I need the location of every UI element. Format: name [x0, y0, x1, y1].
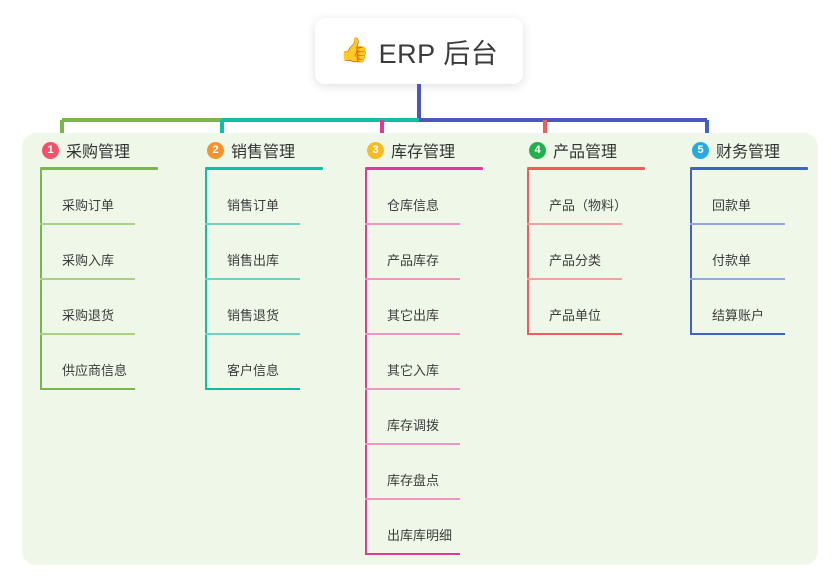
branch-item-list: 回款单付款单结算账户	[690, 170, 839, 335]
branch-item-underline	[365, 443, 460, 445]
branch-item-list: 仓库信息产品库存其它出库其它入库库存调拨库存盘点出库库明细	[365, 170, 523, 555]
branch-item[interactable]: 其它出库	[365, 280, 523, 335]
branch-header-5[interactable]: 5 财务管理	[688, 133, 839, 167]
branch-title: 销售管理	[231, 144, 296, 161]
branch-item-underline	[365, 498, 460, 500]
branch-title: 库存管理	[391, 144, 456, 161]
branch-item[interactable]: 库存调拨	[365, 390, 523, 445]
branch-item-label: 产品分类	[549, 253, 602, 268]
branch-item[interactable]: 出库库明细	[365, 500, 523, 555]
branch-title: 产品管理	[553, 144, 618, 161]
branch-header-underline	[205, 167, 323, 170]
branch-item-underline	[527, 223, 622, 225]
branch-header-underline	[690, 167, 808, 170]
branch-item-label: 付款单	[712, 253, 752, 268]
branch-item-underline	[205, 333, 300, 335]
branch-item-label: 库存调拨	[387, 418, 440, 433]
branch-item-underline	[205, 388, 300, 390]
branch-item[interactable]: 产品（物料）	[527, 170, 685, 225]
branch-item[interactable]: 产品分类	[527, 225, 685, 280]
branch-item-underline	[365, 278, 460, 280]
branch-item[interactable]: 供应商信息	[40, 335, 198, 390]
root-node-card[interactable]: 👍 ERP 后台	[315, 18, 523, 84]
branch-item[interactable]: 仓库信息	[365, 170, 523, 225]
branch-item-label: 出库库明细	[387, 528, 453, 543]
branch-item[interactable]: 客户信息	[205, 335, 363, 390]
branch-item-underline	[40, 333, 135, 335]
branch-item-label: 仓库信息	[387, 198, 440, 213]
branch-item[interactable]: 付款单	[690, 225, 839, 280]
branch-item-label: 回款单	[712, 198, 752, 213]
branch-item[interactable]: 其它入库	[365, 335, 523, 390]
branch-item-underline	[205, 278, 300, 280]
branch-item-list: 采购订单采购入库采购退货供应商信息	[40, 170, 198, 390]
branch-item-underline	[527, 333, 622, 335]
branch-item-label: 产品（物料）	[549, 198, 628, 213]
branch-number-badge: 5	[692, 141, 709, 159]
branch-column-5: 5 财务管理回款单付款单结算账户	[688, 133, 839, 335]
branch-item[interactable]: 结算账户	[690, 280, 839, 335]
branch-item-label: 客户信息	[227, 363, 280, 378]
branch-column-1: 1 采购管理采购订单采购入库采购退货供应商信息	[38, 133, 198, 390]
branch-header-underline	[365, 167, 483, 170]
branch-item-underline	[365, 333, 460, 335]
branch-header-2[interactable]: 2 销售管理	[203, 133, 363, 167]
branch-header-underline	[40, 167, 158, 170]
branch-item-label: 采购入库	[62, 253, 115, 268]
branch-item-underline	[365, 388, 460, 390]
branch-column-2: 2 销售管理销售订单销售出库销售退货客户信息	[203, 133, 363, 390]
branch-number-badge: 4	[529, 141, 546, 159]
branch-item-label: 采购退货	[62, 308, 115, 323]
branch-item[interactable]: 产品库存	[365, 225, 523, 280]
branch-header-underline	[527, 167, 645, 170]
branch-item-label: 销售订单	[227, 198, 280, 213]
branch-item[interactable]: 销售退货	[205, 280, 363, 335]
branch-item-label: 供应商信息	[62, 363, 128, 378]
branch-item[interactable]: 库存盘点	[365, 445, 523, 500]
branch-item[interactable]: 采购退货	[40, 280, 198, 335]
branch-item[interactable]: 采购订单	[40, 170, 198, 225]
branch-title: 采购管理	[66, 144, 131, 161]
branch-item-underline	[365, 553, 460, 555]
branch-item-underline	[690, 278, 785, 280]
branch-header-3[interactable]: 3 库存管理	[363, 133, 523, 167]
branch-item-underline	[40, 223, 135, 225]
branch-item[interactable]: 销售出库	[205, 225, 363, 280]
branch-columns: 1 采购管理采购订单采购入库采购退货供应商信息 2 销售管理销售订单销售出库销售退货客…	[22, 133, 818, 565]
branch-item-underline	[365, 223, 460, 225]
branch-number-badge: 2	[207, 141, 224, 159]
branch-item-underline	[205, 223, 300, 225]
branch-item-label: 其它出库	[387, 308, 440, 323]
branch-header-4[interactable]: 4 产品管理	[525, 133, 685, 167]
branch-header-1[interactable]: 1 采购管理	[38, 133, 198, 167]
branch-item[interactable]: 采购入库	[40, 225, 198, 280]
thumbs-up-emoji: 👍	[339, 37, 370, 64]
branch-item-underline	[40, 278, 135, 280]
branch-item-underline	[40, 388, 135, 390]
branch-column-4: 4 产品管理产品（物料） 产品分类产品单位	[525, 133, 685, 335]
branch-item-label: 销售退货	[227, 308, 280, 323]
branch-column-3: 3 库存管理仓库信息产品库存其它出库其它入库库存调拨库存盘点出库库明细	[363, 133, 523, 555]
branch-item[interactable]: 销售订单	[205, 170, 363, 225]
branch-item-underline	[690, 223, 785, 225]
branch-number-badge: 1	[42, 141, 59, 159]
branch-item-label: 销售出库	[227, 253, 280, 268]
branch-title: 财务管理	[716, 144, 781, 161]
branch-item-label: 产品单位	[549, 308, 602, 323]
branch-item[interactable]: 回款单	[690, 170, 839, 225]
branches-panel	[22, 133, 818, 565]
branch-item[interactable]: 产品单位	[527, 280, 685, 335]
branch-item-list: 销售订单销售出库销售退货客户信息	[205, 170, 363, 390]
branch-item-label: 其它入库	[387, 363, 440, 378]
branch-item-label: 库存盘点	[387, 473, 440, 488]
branch-number-badge: 3	[367, 141, 384, 159]
branch-item-label: 结算账户	[712, 308, 765, 323]
branch-item-label: 采购订单	[62, 198, 115, 213]
branch-item-underline	[690, 333, 785, 335]
branch-item-list: 产品（物料） 产品分类产品单位	[527, 170, 685, 335]
branch-item-label: 产品库存	[387, 253, 440, 268]
page-title: ERP 后台	[378, 38, 499, 69]
branch-item-underline	[527, 278, 622, 280]
